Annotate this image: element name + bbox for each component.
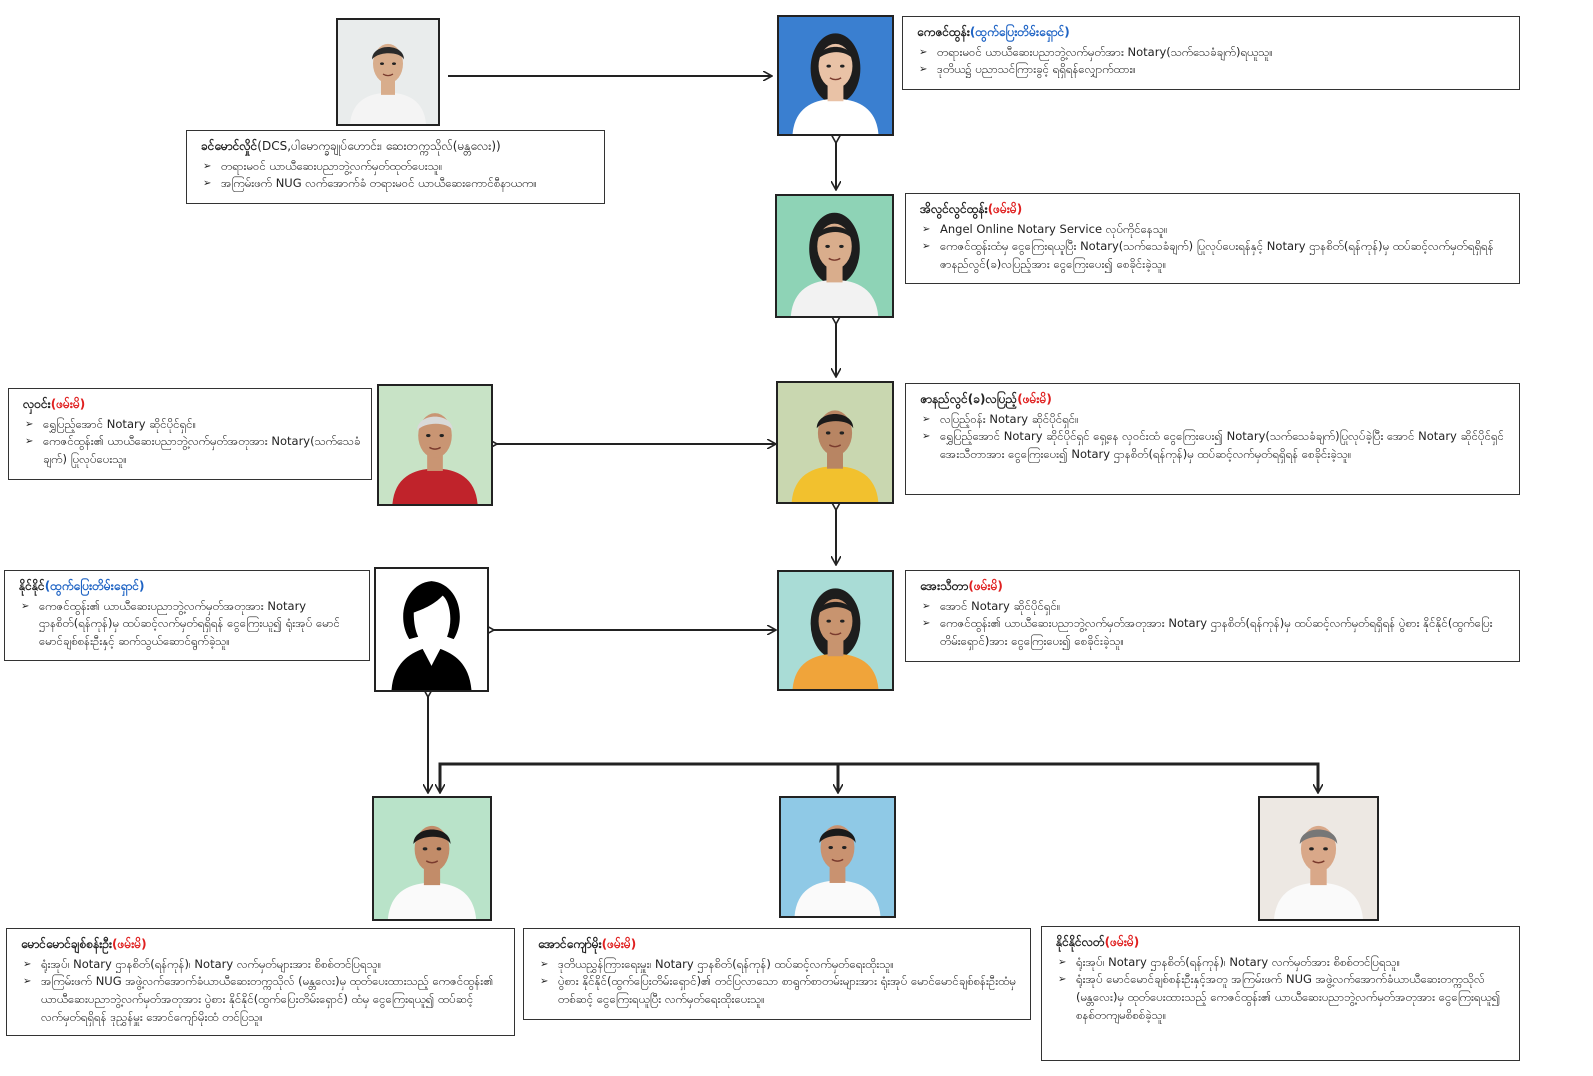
bullet-list: ကေဇင်ထွန်း၏ ယာယီဆေးပညာဘွဲ့လက်မှတ်အတုအား … [19, 598, 359, 651]
person-name: နိုင်နိုင်(ထွက်ပြေးတိမ်းရှောင်) [19, 577, 359, 596]
person-name: အေးသီတာ(ဖမ်းမိ) [920, 577, 1509, 596]
bullet-item: လပြည့်ဝန်း Notary ဆိုင်ပိုင်ရှင်။ [922, 411, 1509, 429]
man-portrait-icon [778, 383, 892, 502]
bullet-list: ဒုတိယညွှန်ကြားရေးမှူး၊ Notary ဌာနစိတ်(ရန… [538, 956, 1020, 1009]
bullet-item: အကြမ်းဖက် NUG လက်အောက်ခံ တရားမဝင် ယာယီဆေ… [203, 175, 594, 193]
bullet-list: ရွှေပြည့်အောင် Notary ဆိုင်ပိုင်ရှင်။ကေဇ… [23, 416, 361, 469]
info-box-naing-naing: နိုင်နိုင်(ထွက်ပြေးတိမ်းရှောင်) ကေဇင်ထွန်… [4, 570, 370, 661]
person-name-text: ကေဇင်ထွန်း [917, 25, 970, 39]
person-name-text: ဇာနည်လွင်(ခ)လပြည့် [920, 392, 1018, 406]
bullet-item: ဒုတိယ၌ ပညာသင်ကြားခွင့် ရရှိရန်လျှောက်ထား… [919, 61, 1509, 79]
status-badge: (ဖမ်းမိ) [968, 579, 1003, 593]
person-name-text: အိလွင်လွင်ထွန်း [920, 202, 988, 216]
status-badge: (ဖမ်းမိ) [1017, 392, 1052, 406]
bullet-item: ရွှေပြည့်အောင် Notary ဆိုင်ပိုင်ရှင်။ [25, 416, 361, 434]
bullet-item: ကေဇင်ထွန်းထံမှ ငွေကြေးရယူပြီး Notary(သက်… [922, 238, 1509, 274]
bullet-item: ကေဇင်ထွန်း၏ ယာယီဆေးပညာဘွဲ့လက်မှတ်အတုအား … [25, 433, 361, 469]
status-badge: (ထွက်ပြေးတိမ်းရှောင်) [969, 25, 1070, 39]
person-name: အိလွင်လွင်ထွန်း(ဖမ်းမိ) [920, 200, 1509, 219]
photo-khin-maung-hlaing [336, 18, 440, 126]
bullet-item: ရုံးအုပ်၊ Notary ဌာနစိတ်(ရန်ကုန်)၊ Notar… [1058, 954, 1509, 972]
info-box-aung-kyaw-moe: အောင်ကျော်မိုး(ဖမ်းမိ) ဒုတိယညွှန်ကြားရေးမ… [523, 928, 1031, 1020]
person-name: နိုင်နိုင်လတ်(ဖမ်းမိ) [1056, 933, 1509, 952]
person-name: ခင်မောင်လှိုင်(DCS,ပါမောက္ခချုပ်ဟောင်း၊ … [201, 137, 594, 156]
status-badge: (ဖမ်းမိ) [50, 397, 86, 411]
info-box-zaw-nyi-lwin: ဇာနည်လွင်(ခ)လပြည့်(ဖမ်းမိ) လပြည့်ဝန်း Not… [905, 383, 1520, 495]
person-title-suffix: (DCS,ပါမောက္ခချုပ်ဟောင်း၊ ဆေးတက္ကသိုလ်(မ… [257, 139, 501, 153]
person-name-text: နိုင်နိုင်လတ် [1056, 935, 1105, 949]
info-box-aye-thida: အေးသီတာ(ဖမ်းမိ) အောင် Notary ဆိုင်ပိုင်ရှ… [905, 570, 1520, 662]
info-box-hla-win: လှဝင်း(ဖမ်းမိ) ရွှေပြည့်အောင် Notary ဆိုင… [8, 388, 372, 480]
photo-aye-thida [777, 570, 894, 691]
person-name: လှဝင်း(ဖမ်းမိ) [23, 395, 361, 414]
person-name: မောင်မောင်ချစ်စန်းဦး(ဖမ်းမိ) [21, 935, 504, 954]
photo-hla-win [377, 384, 493, 506]
woman-portrait-icon [777, 196, 892, 316]
photo-kay-zin-htun [777, 15, 894, 136]
photo-ei-lwin-lwin-htun [775, 194, 894, 318]
bullet-list: အောင် Notary ဆိုင်ပိုင်ရှင်။ကေဇင်ထွန်း၏ … [920, 598, 1509, 651]
bullet-list: ရုံးအုပ်၊ Notary ဌာနစိတ်(ရန်ကုန်)၊ Notar… [1056, 954, 1509, 1025]
person-name: ဇာနည်လွင်(ခ)လပြည့်(ဖမ်းမိ) [920, 390, 1509, 409]
bullet-item: ရုံးအုပ်၊ Notary ဌာနစိတ်(ရန်ကုန်)၊ Notar… [23, 956, 504, 974]
bullet-item: Angel Online Notary Service လုပ်ကိုင်နေသ… [922, 221, 1509, 239]
bullet-item: ပွဲစား နိုင်နိုင်(ထွက်ပြေးတိမ်းရှောင်)၏ … [540, 973, 1020, 1009]
bullet-item: ရွှေပြည့်အောင် Notary ဆိုင်ပိုင်ရှင် ရှေ… [922, 428, 1509, 464]
man-portrait-icon [781, 798, 894, 916]
status-badge: (ဖမ်းမိ) [987, 202, 1023, 216]
status-badge: (ဖမ်းမိ) [1104, 935, 1140, 949]
bullet-item: ကေဇင်ထွန်း၏ ယာယီဆေးပညာဘွဲ့လက်မှတ်အတုအား … [922, 615, 1509, 651]
man-portrait-icon [374, 798, 490, 919]
bullet-item: အကြမ်းဖက် NUG အဖွဲ့လက်အောက်ခံယာယီဆေးတက္က… [23, 973, 504, 1026]
info-box-ei-lwin-lwin-htun: အိလွင်လွင်ထွန်း(ဖမ်းမိ) Angel Online Nota… [905, 193, 1520, 284]
person-name: ကေဇင်ထွန်း(ထွက်ပြေးတိမ်းရှောင်) [917, 23, 1509, 42]
info-box-khin-maung-hlaing: ခင်မောင်လှိုင်(DCS,ပါမောက္ခချုပ်ဟောင်း၊ … [186, 130, 605, 204]
woman-silhouette-icon [376, 569, 487, 690]
person-name-text: ခင်မောင်လှိုင် [201, 139, 258, 153]
photo-aung-kyaw-moe [779, 796, 896, 918]
bullet-item: တရားမဝင် ယာယီဆေးပညာဘွဲ့လက်မှတ်ထုတ်ပေးသူ။ [203, 158, 594, 176]
status-badge: (ဖမ်းမိ) [112, 937, 147, 951]
bullet-item: ကေဇင်ထွန်း၏ ယာယီဆေးပညာဘွဲ့လက်မှတ်အတုအား … [21, 598, 359, 651]
bullet-list: ရုံးအုပ်၊ Notary ဌာနစိတ်(ရန်ကုန်)၊ Notar… [21, 956, 504, 1027]
bullet-list: တရားမဝင် ယာယီဆေးပညာဘွဲ့လက်မှတ်အား Notary… [917, 44, 1509, 80]
bullet-list: Angel Online Notary Service လုပ်ကိုင်နေသ… [920, 221, 1509, 274]
bullet-item: ရုံးအုပ် မောင်မောင်ချစ်စန်းဦးနှင့်အတူ အက… [1058, 971, 1509, 1024]
info-box-maung-maung-chit-san-oo: မောင်မောင်ချစ်စန်းဦး(ဖမ်းမိ) ရုံးအုပ်၊ No… [6, 928, 515, 1036]
person-name-text: အောင်ကျော်မိုး [538, 937, 602, 951]
woman-portrait-icon [779, 572, 892, 689]
man-portrait-icon [338, 20, 438, 124]
bullet-item: ဒုတိယညွှန်ကြားရေးမှူး၊ Notary ဌာနစိတ်(ရန… [540, 956, 1020, 974]
bullet-list: တရားမဝင် ယာယီဆေးပညာဘွဲ့လက်မှတ်ထုတ်ပေးသူ။… [201, 158, 594, 194]
branch-line [438, 762, 1318, 792]
person-name: အောင်ကျော်မိုး(ဖမ်းမိ) [538, 935, 1020, 954]
person-name-text: မောင်မောင်ချစ်စန်းဦး [21, 937, 113, 951]
photo-naing-naing-latt [1258, 796, 1379, 921]
woman-portrait-icon [779, 17, 892, 134]
person-name-text: အေးသီတာ [920, 579, 969, 593]
man-portrait-icon [1260, 798, 1377, 919]
bullet-list: လပြည့်ဝန်း Notary ဆိုင်ပိုင်ရှင်။ရွှေပြည… [920, 411, 1509, 464]
person-name-text: လှဝင်း [23, 397, 51, 411]
status-badge: (ဖမ်းမိ) [601, 937, 637, 951]
man-portrait-icon [379, 386, 491, 504]
person-name-text: နိုင်နိုင် [19, 579, 45, 593]
bullet-item: အောင် Notary ဆိုင်ပိုင်ရှင်။ [922, 598, 1509, 616]
info-box-naing-naing-latt: နိုင်နိုင်လတ်(ဖမ်းမိ) ရုံးအုပ်၊ Notary ဌာ… [1041, 926, 1520, 1061]
bullet-item: တရားမဝင် ယာယီဆေးပညာဘွဲ့လက်မှတ်အား Notary… [919, 44, 1509, 62]
info-box-kay-zin-htun: ကေဇင်ထွန်း(ထွက်ပြေးတိမ်းရှောင်) တရားမဝင် … [902, 16, 1520, 90]
photo-naing-naing [374, 567, 489, 692]
photo-maung-maung-chit-san-oo [372, 796, 492, 921]
status-badge: (ထွက်ပြေးတိမ်းရှောင်) [44, 579, 145, 593]
photo-zaw-nyi-lwin [776, 381, 894, 504]
